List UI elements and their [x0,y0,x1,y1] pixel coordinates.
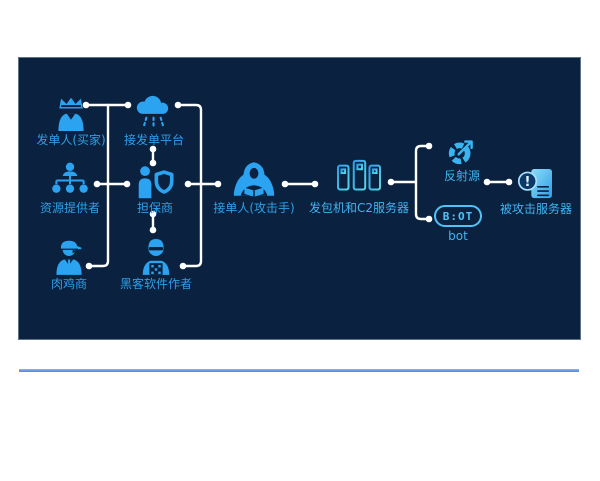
node-c2-server: 发包机和C2服务器 [299,157,419,215]
user-shield-icon [136,158,174,199]
node-attacked-server: ! 被攻击服务器 [476,168,596,216]
masked-coder-icon [139,234,173,275]
node-label: 接发单平台 [123,133,184,147]
node-label: 发单人(买家) [36,133,106,147]
node-label: 反射源 [443,169,480,183]
crown-user-icon [53,91,89,131]
node-label: 肉鸡商 [50,277,87,291]
diagram-panel: 发单人(买家) 接发单平台 [18,57,581,340]
node-label: 资源提供者 [39,201,100,215]
bot-pill-icon: B:OT [434,205,482,227]
node-bot: B:OT bot [398,205,518,243]
node-platform: 接发单平台 [94,91,214,147]
node-guarantor: 担保商 [95,158,215,215]
node-resource-provider: 资源提供者 [10,158,130,215]
page-divider-line [19,369,579,372]
capped-dealer-icon [51,234,87,275]
node-label: 担保商 [136,201,173,215]
node-label: 被攻击服务器 [499,202,572,216]
hooded-hacker-icon [231,158,277,199]
node-botnet-vendor: 肉鸡商 [9,234,129,291]
server-rack-icon [335,157,383,199]
node-malware-author: 黑客软件作者 [96,234,216,291]
node-attacker: 接单人(攻击手) [194,158,314,215]
node-label: 发包机和C2服务器 [308,201,409,215]
node-label: bot [448,229,468,243]
donut-arrow-icon [446,134,478,167]
alert-badge: ! [525,175,531,190]
node-buyer: 发单人(买家) [11,91,131,147]
node-reflector: 反射源 [402,134,522,183]
node-label: 黑客软件作者 [119,277,192,291]
cloud-dispatch-icon [133,91,175,131]
alert-server-icon: ! [517,168,555,200]
hierarchy-icon [50,158,90,199]
node-label: 接单人(攻击手) [213,201,295,215]
